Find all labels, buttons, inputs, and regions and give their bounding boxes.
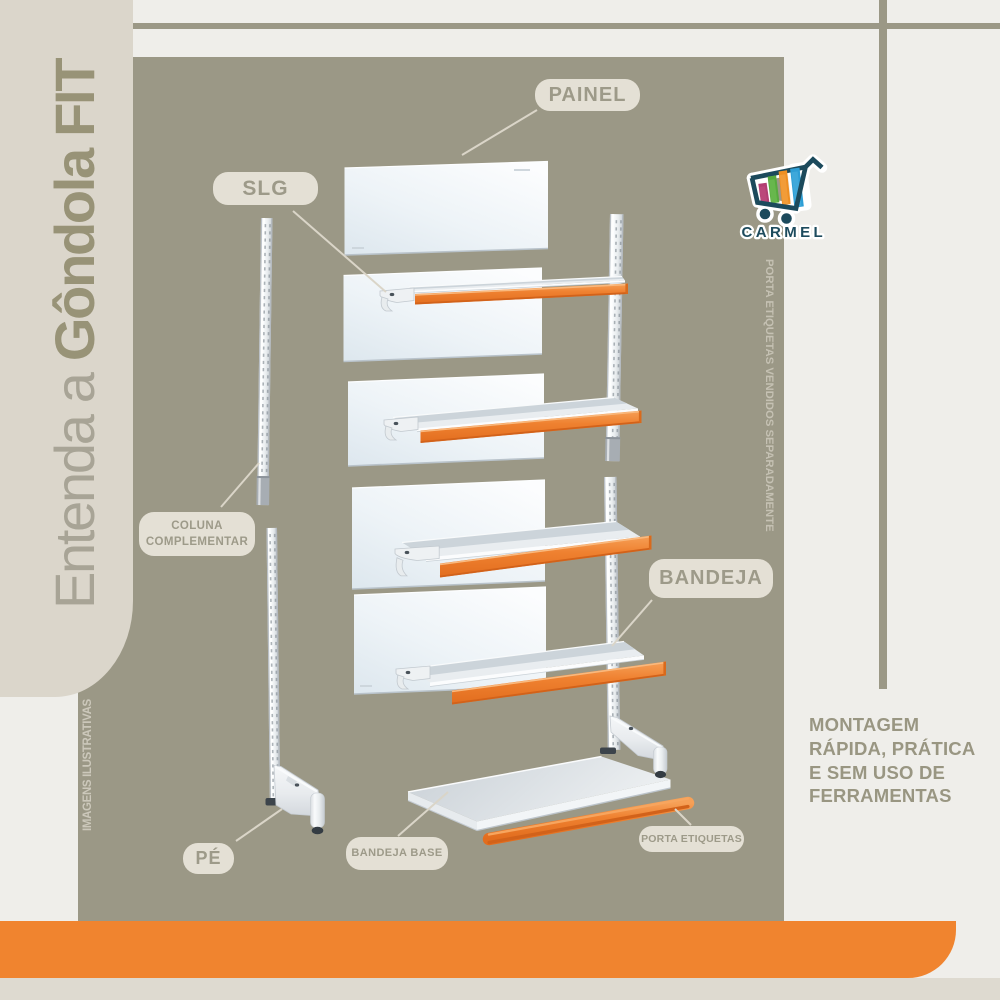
- svg-text:CARMEL: CARMEL: [742, 224, 827, 241]
- svg-text:CARMEL: CARMEL: [742, 224, 827, 241]
